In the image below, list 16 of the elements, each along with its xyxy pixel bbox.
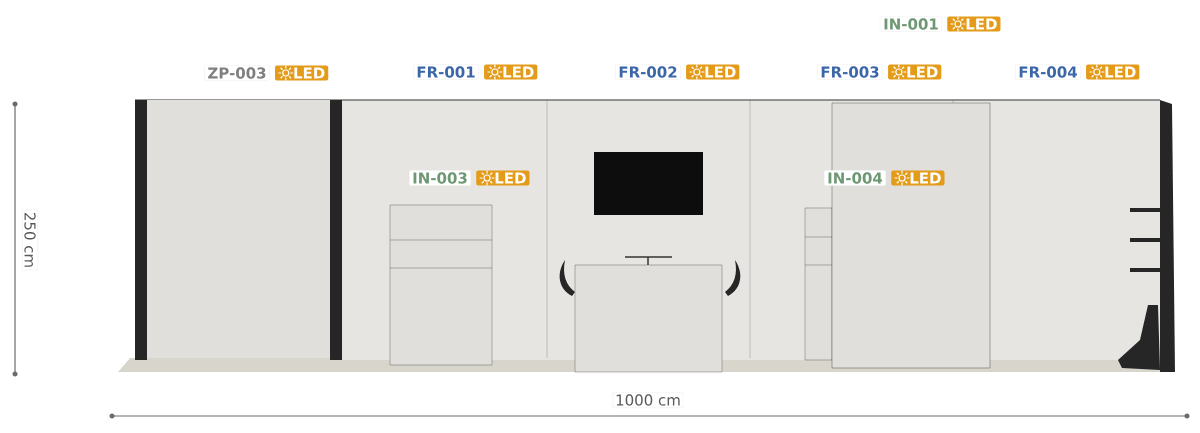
code-label: IN-001 bbox=[879, 16, 943, 32]
led-badge: LED bbox=[947, 16, 1001, 32]
led-badge: LED bbox=[275, 65, 329, 81]
led-badge: LED bbox=[888, 64, 942, 80]
led-badge: LED bbox=[686, 64, 740, 80]
code-label: IN-004 bbox=[823, 170, 887, 186]
code-label: FR-002 bbox=[615, 64, 681, 80]
dimension-label: 250 cm bbox=[22, 209, 38, 271]
led-badge: LED bbox=[1086, 64, 1140, 80]
code-label: ZP-003 bbox=[204, 65, 270, 81]
code-label: FR-004 bbox=[1015, 64, 1081, 80]
code-label: FR-001 bbox=[413, 64, 479, 80]
code-label: FR-003 bbox=[817, 64, 883, 80]
code-label: IN-003 bbox=[408, 170, 472, 186]
dimension-label: 1000 cm bbox=[612, 392, 684, 408]
led-badge: LED bbox=[484, 64, 538, 80]
